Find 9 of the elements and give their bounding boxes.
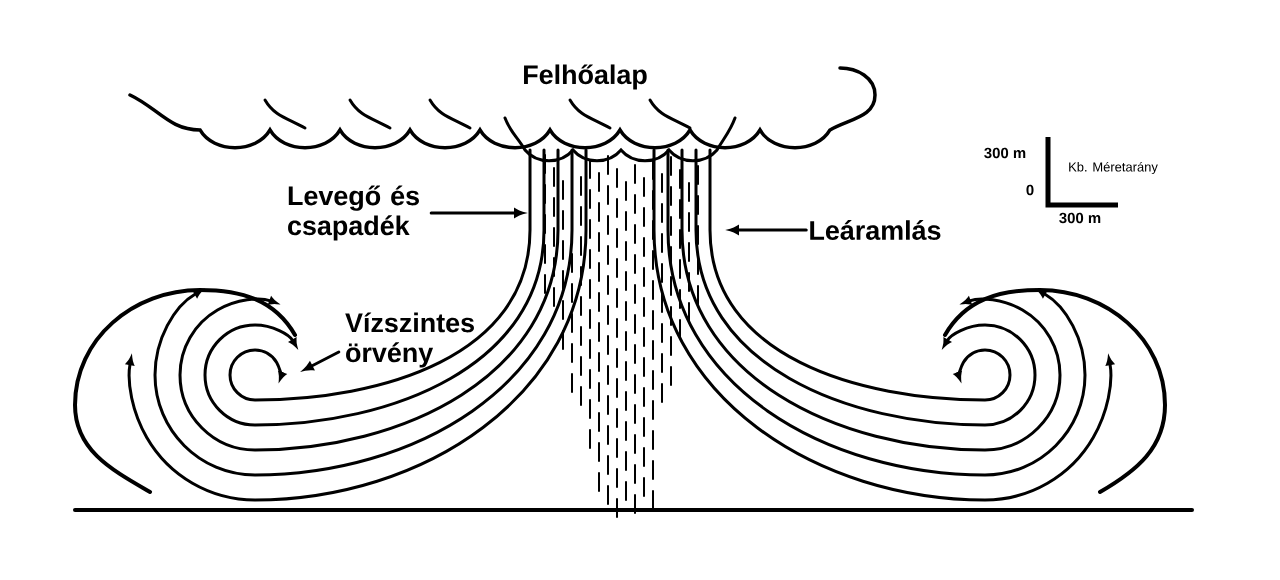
scale-label: 300 m — [1059, 212, 1101, 224]
cloud-label: Felhőalap — [524, 64, 647, 90]
scale-label: 300 m — [984, 147, 1026, 159]
callout-label: Vízszintes örvény — [345, 312, 474, 368]
callout-label: Leáramlás — [810, 220, 941, 240]
scale-label: 0 — [1026, 184, 1034, 196]
callout-label: Levegő és csapadék — [288, 185, 419, 241]
scale-caption: Kb. Méretarány — [1069, 161, 1158, 175]
leader-arrow — [303, 350, 341, 371]
